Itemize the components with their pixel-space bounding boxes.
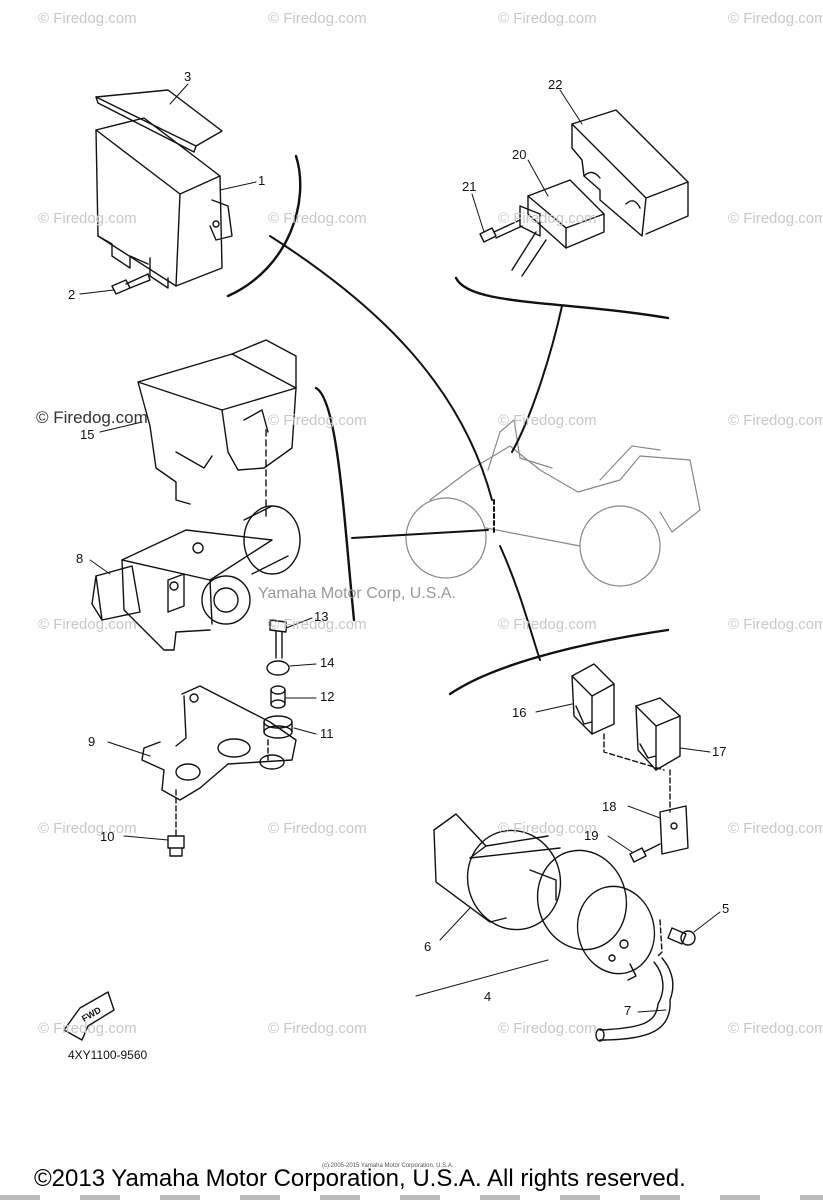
part-10-bolt <box>167 835 185 857</box>
watermark: © Firedog.com <box>38 1020 137 1037</box>
watermark: © Firedog.com <box>268 1020 367 1037</box>
callout-7: 7 <box>624 1003 632 1018</box>
watermark: © Firedog.com <box>728 1020 823 1037</box>
watermark: © Firedog.com <box>38 10 137 27</box>
callout-18: 18 <box>602 799 617 814</box>
part-16-relay <box>571 663 615 735</box>
callout-14: 14 <box>320 655 335 670</box>
watermark: © Firedog.com <box>728 210 823 227</box>
part-20-relay <box>511 179 605 277</box>
callout-10: 10 <box>100 829 115 844</box>
motorcycle-outline <box>405 419 701 587</box>
watermark-large: © Firedog.com <box>36 408 148 427</box>
callout-3: 3 <box>184 69 192 84</box>
callout-1: 1 <box>258 173 266 188</box>
part-14-washer <box>266 660 290 676</box>
part-18-bracket <box>659 805 689 855</box>
watermark: © Firedog.com <box>38 210 137 227</box>
watermark: © Firedog.com <box>728 820 823 837</box>
watermark: © Firedog.com <box>498 10 597 27</box>
callout-19: 19 <box>584 828 599 843</box>
part-12-collar <box>270 685 286 709</box>
part-11-grommet <box>263 715 293 739</box>
callout-2: 2 <box>68 287 76 302</box>
part-5-bolt <box>667 927 696 946</box>
watermark: © Firedog.com <box>728 616 823 633</box>
watermark: © Firedog.com <box>268 10 367 27</box>
part-17-relay <box>635 697 681 771</box>
callout-20: 20 <box>512 147 527 162</box>
callout-12: 12 <box>320 689 335 704</box>
center-credit: Yamaha Motor Corp, U.S.A. <box>258 585 456 602</box>
part-4-fuel-pump <box>529 849 656 981</box>
callout-5: 5 <box>722 901 730 916</box>
callout-16: 16 <box>512 705 527 720</box>
callout-22: 22 <box>548 77 563 92</box>
watermark: © Firedog.com <box>498 210 597 227</box>
watermark: © Firedog.com <box>498 820 597 837</box>
part-21-bolt <box>479 219 523 243</box>
watermark: © Firedog.com <box>38 616 137 633</box>
part-22-cover <box>571 109 689 237</box>
watermark: © Firedog.com <box>728 412 823 429</box>
part-6-housing <box>433 813 562 931</box>
callout-4: 4 <box>484 989 492 1004</box>
copyright-notice: ©2013 Yamaha Motor Corporation, U.S.A. A… <box>34 1165 686 1192</box>
part-13-bolt <box>269 619 287 659</box>
callout-15: 15 <box>80 427 95 442</box>
callout-17: 17 <box>712 744 727 759</box>
bottom-strip <box>0 1195 823 1200</box>
watermark: © Firedog.com <box>498 1020 597 1037</box>
callout-11: 11 <box>320 726 334 741</box>
callout-21: 21 <box>462 179 477 194</box>
watermark: © Firedog.com <box>38 820 137 837</box>
callout-13: 13 <box>314 609 329 624</box>
callout-9: 9 <box>88 734 96 749</box>
fwd-arrow-icon <box>63 991 115 1041</box>
callout-8: 8 <box>76 551 84 566</box>
part-9-bracket <box>141 685 297 801</box>
small-print: (c) 2005-2015 Yamaha Motor Corporation, … <box>322 1163 454 1169</box>
part-1-control-unit <box>95 117 233 289</box>
part-3-pad <box>95 89 223 153</box>
watermark: © Firedog.com <box>498 616 597 633</box>
watermark: © Firedog.com <box>268 210 367 227</box>
part-15-cover <box>137 339 297 505</box>
watermark: © Firedog.com <box>268 412 367 429</box>
watermark: © Firedog.com <box>728 10 823 27</box>
watermark: © Firedog.com <box>268 820 367 837</box>
part-8-abs-unit <box>91 505 301 651</box>
part-7-hose <box>595 957 674 1042</box>
diagram-code: 4XY1100-9560 <box>68 1048 148 1062</box>
callout-6: 6 <box>424 939 432 954</box>
watermark: © Firedog.com <box>268 616 367 633</box>
watermark: © Firedog.com <box>498 412 597 429</box>
part-2-bolt <box>111 273 151 295</box>
part-19-bolt <box>629 843 661 863</box>
